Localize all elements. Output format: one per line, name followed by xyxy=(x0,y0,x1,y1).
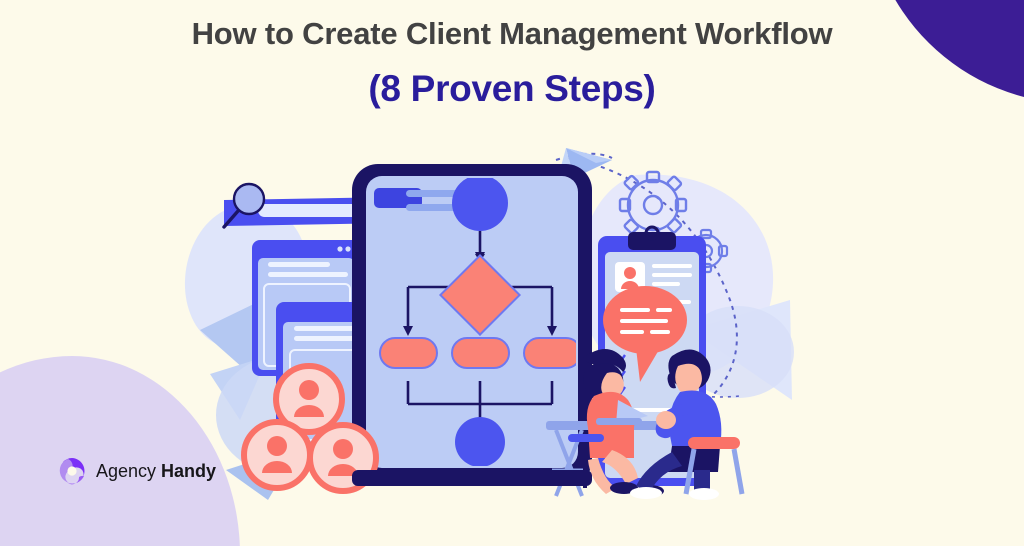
brand-logo-text: Agency Handy xyxy=(96,461,216,482)
person-woman-with-laptop xyxy=(568,349,664,497)
brand-logo[interactable]: Agency Handy xyxy=(57,456,216,486)
gear-icon-large xyxy=(618,170,688,240)
flowchart-step-node-1[interactable] xyxy=(379,337,438,369)
man-hand xyxy=(656,411,676,429)
brand-name-bold: Handy xyxy=(161,460,217,481)
flowchart-decision-node[interactable] xyxy=(438,253,522,337)
woman-face xyxy=(601,372,624,399)
woman-leg-back xyxy=(588,458,616,494)
clipboard-avatar-head xyxy=(624,267,636,279)
flowchart-step-node-3[interactable] xyxy=(523,337,581,369)
man-shoe-2 xyxy=(689,488,719,500)
leaf-shape-upper xyxy=(200,300,262,376)
man-face xyxy=(675,363,702,394)
clipboard-clip xyxy=(628,232,676,250)
dashed-curve-right xyxy=(565,157,738,415)
page-title: How to Create Client Management Workflow… xyxy=(0,16,1024,110)
flowchart-end-node[interactable] xyxy=(455,417,505,467)
man-leg-front xyxy=(636,452,682,492)
agency-handy-swirl-icon xyxy=(59,458,85,485)
flowchart-step-node-2[interactable] xyxy=(451,337,510,369)
speech-bubble xyxy=(603,286,687,382)
man-shoe-1 xyxy=(630,487,662,499)
magnifier-icon xyxy=(222,182,266,229)
man-torso xyxy=(669,390,722,446)
woman-leg-front xyxy=(602,450,638,484)
brand-name-light: Agency xyxy=(96,460,162,481)
tablet-base-shadow xyxy=(352,470,592,486)
woman-chair-seat xyxy=(568,434,604,442)
avatar-circle-1[interactable] xyxy=(273,363,345,435)
title-line-2: (8 Proven Steps) xyxy=(368,68,656,109)
background-blob-right-lower xyxy=(682,306,794,398)
man-beard xyxy=(667,372,676,389)
flowchart-start-node[interactable] xyxy=(452,175,508,231)
title-line-1: How to Create Client Management Workflow xyxy=(191,16,833,51)
avatar-circle-2[interactable] xyxy=(241,419,313,491)
clipboard-avatar-body xyxy=(621,281,639,289)
man-leg-back xyxy=(694,470,710,492)
person-man-seated xyxy=(630,349,745,500)
stool-seat xyxy=(688,437,740,449)
